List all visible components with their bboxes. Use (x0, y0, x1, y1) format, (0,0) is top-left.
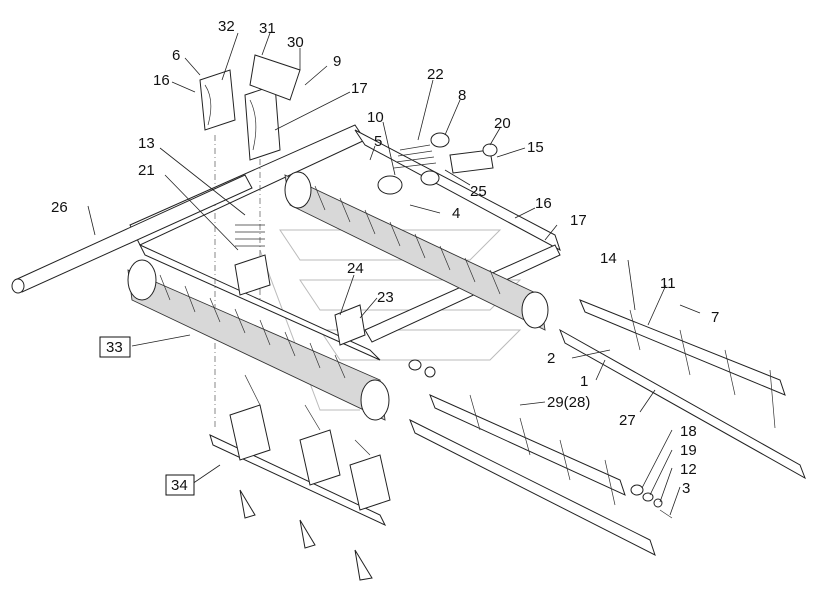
callout-1: 1 (580, 373, 588, 390)
callout-34: 34 (171, 477, 188, 494)
callout-25: 25 (470, 183, 487, 200)
callout-2: 2 (547, 350, 555, 367)
callout-22: 22 (427, 66, 444, 83)
callout-7: 7 (711, 309, 719, 326)
fasteners (408, 359, 673, 519)
label-box-34 (165, 474, 195, 496)
callout-11: 11 (660, 275, 676, 292)
bottom-frame (209, 374, 391, 581)
callout-29-28: 29(28) (547, 394, 590, 411)
callout-12: 12 (680, 461, 697, 478)
callout-5: 5 (374, 133, 382, 150)
callout-31: 31 (259, 20, 276, 37)
tube-26 (11, 174, 253, 294)
callout-18: 18 (680, 423, 697, 440)
callout-30: 30 (287, 34, 304, 51)
leader-lines (87, 32, 701, 516)
adjustment-bracket (199, 54, 301, 161)
callout-17-upper: 17 (351, 80, 368, 97)
callout-17-lower: 17 (570, 212, 587, 229)
callout-32: 32 (218, 18, 235, 35)
callout-20: 20 (494, 115, 511, 132)
callout-27: 27 (619, 412, 636, 429)
callout-3: 3 (682, 480, 690, 497)
callout-4: 4 (452, 205, 460, 222)
roller-front (127, 259, 390, 421)
callout-19: 19 (680, 442, 697, 459)
callout-9: 9 (333, 53, 341, 70)
label-box-33 (99, 336, 131, 358)
callout-26: 26 (51, 199, 68, 216)
callout-24: 24 (347, 260, 364, 277)
callout-13: 13 (138, 135, 155, 152)
callout-23: 23 (377, 289, 394, 306)
callout-6: 6 (172, 47, 180, 64)
callout-10: 10 (367, 109, 384, 126)
callout-21: 21 (138, 162, 155, 179)
tine-bars-right (409, 299, 806, 556)
callout-8: 8 (458, 87, 466, 104)
springs-and-parts (234, 132, 498, 346)
callout-14: 14 (600, 250, 617, 267)
callout-16-upper: 16 (153, 72, 170, 89)
roller-rear (284, 171, 549, 331)
callout-15: 15 (527, 139, 544, 156)
callout-16-lower: 16 (535, 195, 552, 212)
callout-33: 33 (106, 339, 123, 356)
